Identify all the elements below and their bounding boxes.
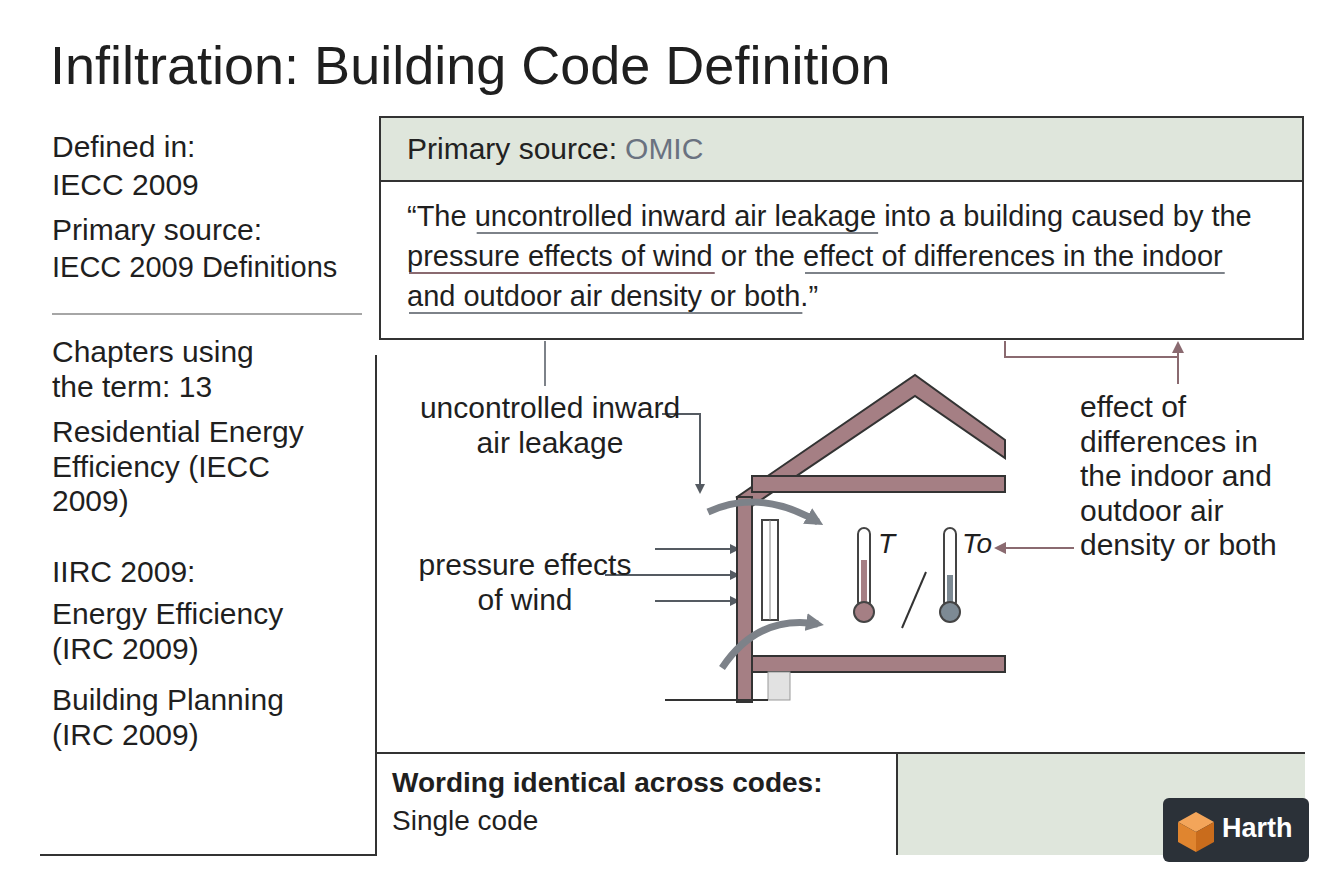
- temp-symbol: T: [878, 528, 904, 560]
- chapter-name: Energy Efficiency (IRC 2009): [52, 597, 352, 666]
- chapter-name: Building Planning (IRC 2009): [52, 683, 352, 752]
- phrase-underline: [409, 312, 802, 314]
- callout-label: uncontrolled inward air leakage: [405, 391, 695, 460]
- field-label: Defined in:: [52, 130, 372, 165]
- node-text: Primary source:: [407, 132, 617, 166]
- watermark: Harth: [1222, 813, 1306, 844]
- quote-box: “The uncontrolled inward air leakage int…: [379, 182, 1304, 340]
- field-value: IECC 2009: [52, 168, 372, 203]
- phrase-underline: [409, 272, 715, 274]
- field-label: Primary source:: [52, 213, 372, 248]
- summary-panel: Wording identical across codes: Single co…: [376, 753, 898, 855]
- temp-symbol: To: [962, 528, 998, 560]
- code-name: IIRC 2009:: [52, 555, 372, 590]
- node-subtext: Single code: [392, 805, 880, 837]
- node-text: Wording identical across codes:: [392, 767, 880, 799]
- header-band: Primary source:OMIC: [379, 116, 1304, 182]
- phrase-underline: [477, 232, 878, 234]
- phrase-underline: [805, 272, 1225, 274]
- field-value: IECC 2009 Definitions: [52, 251, 372, 284]
- node-text: “The uncontrolled inward air leakage int…: [407, 196, 1276, 316]
- chapter-name: Residential Energy Efficiency (IECC 2009…: [52, 415, 337, 519]
- title: Infiltration: Building Code Definition: [50, 34, 890, 96]
- field-label: Chapters using the term: 13: [52, 335, 292, 404]
- callout-label: pressure effects of wind: [410, 548, 640, 617]
- callout-label: effect of differences in the indoor and …: [1080, 390, 1295, 563]
- node-subtext: OMIC: [625, 132, 703, 166]
